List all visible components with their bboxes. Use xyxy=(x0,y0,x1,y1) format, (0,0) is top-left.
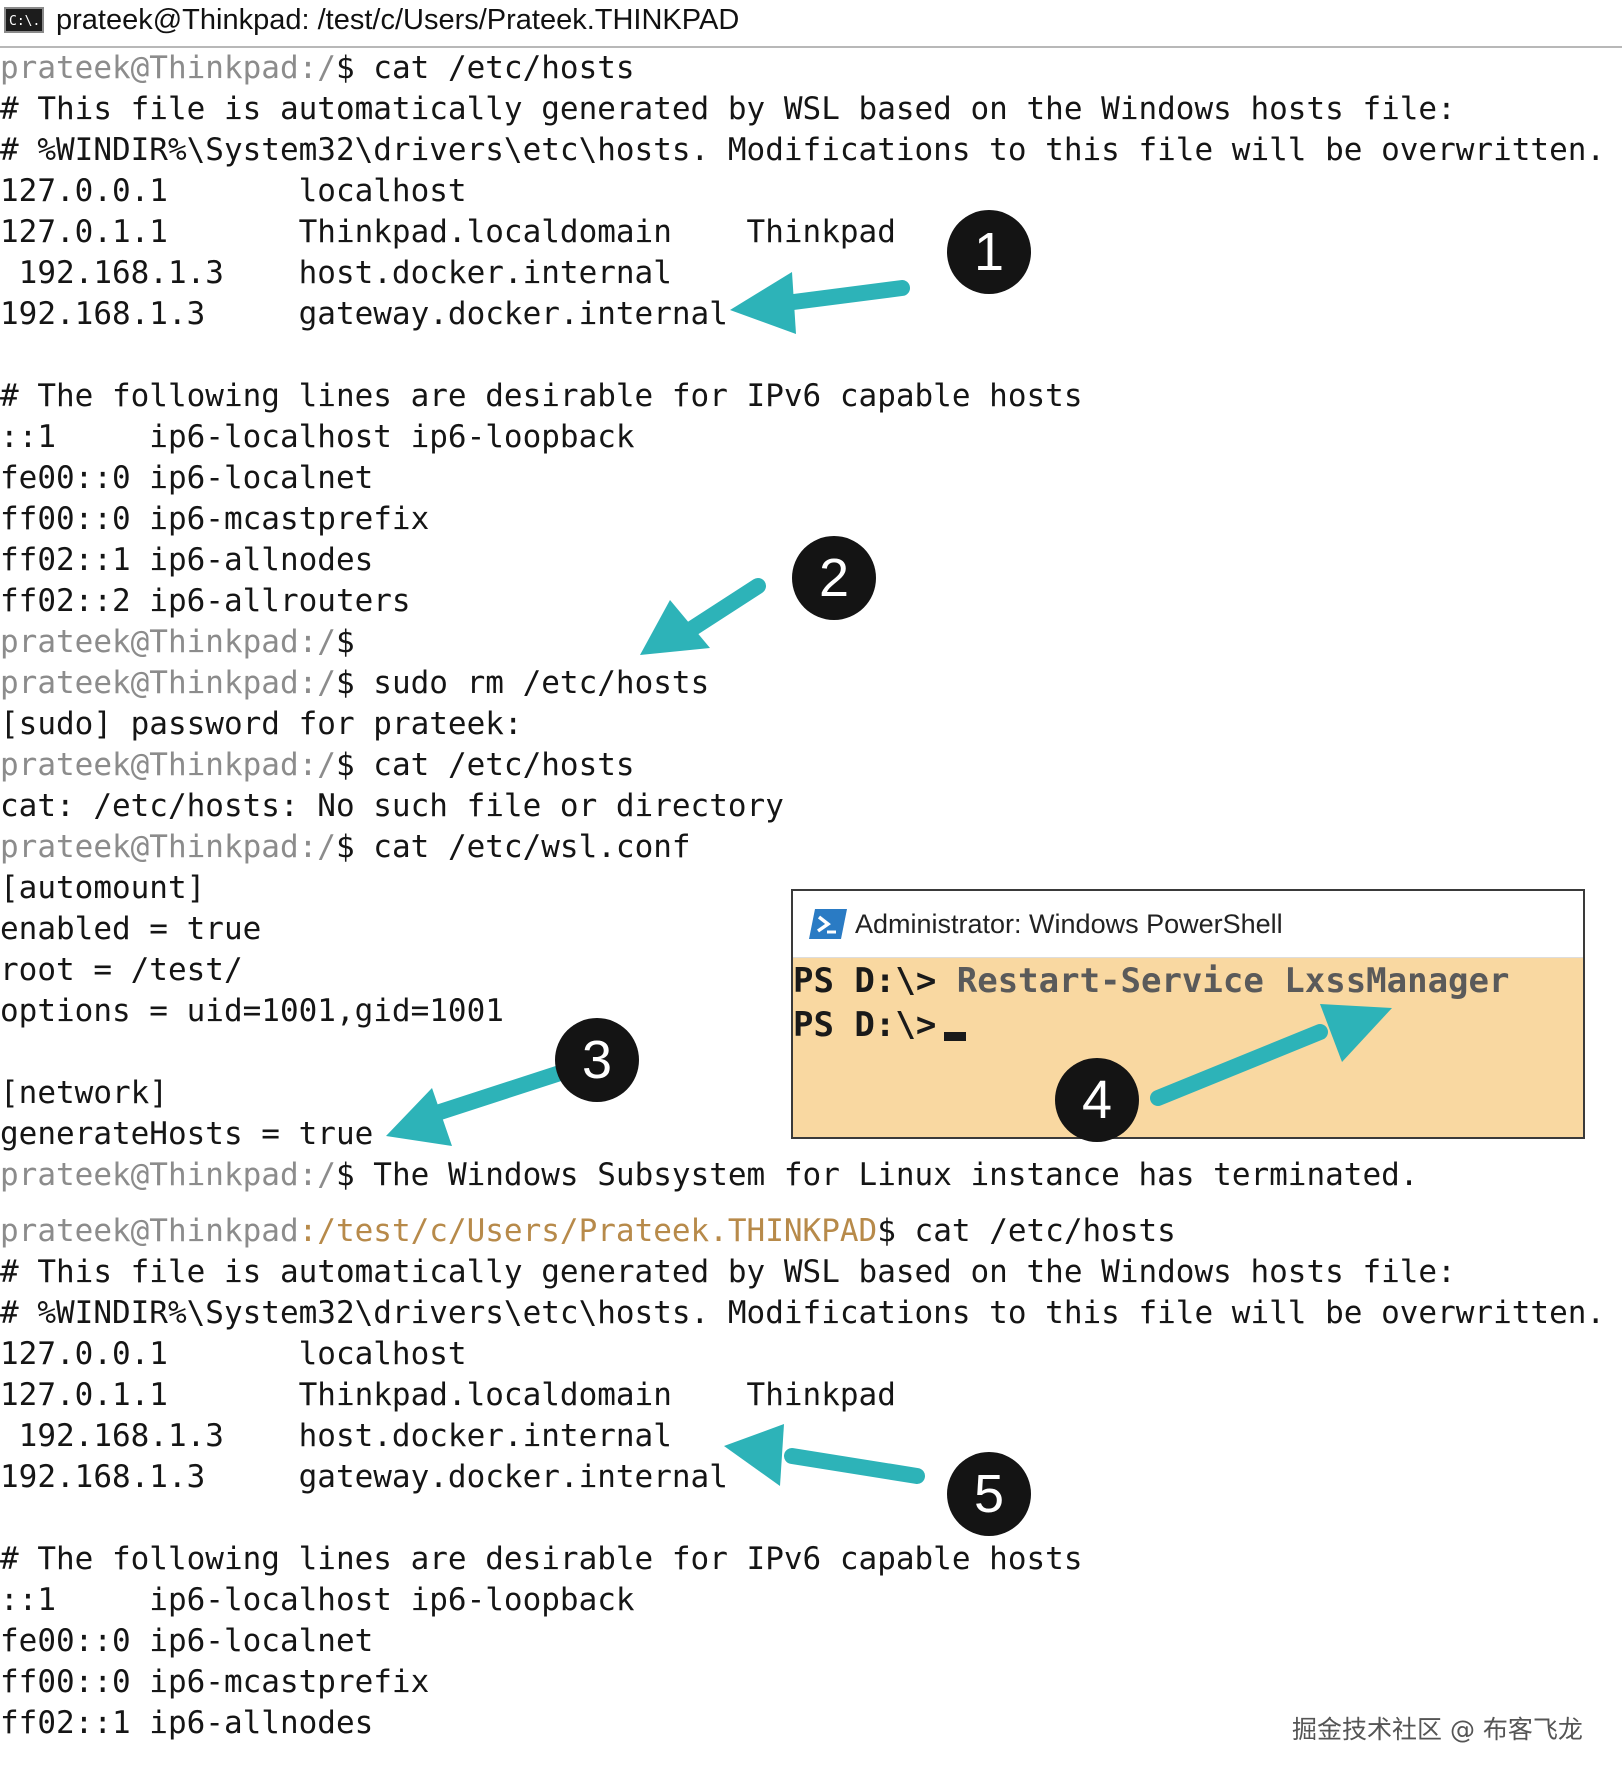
terminal-line: # %WINDIR%\System32\drivers\etc\hosts. M… xyxy=(0,130,1605,171)
terminal-line: [sudo] password for prateek: xyxy=(0,704,523,745)
prompt-symbol: $ xyxy=(336,665,355,701)
terminal-line: # The following lines are desirable for … xyxy=(0,376,1083,417)
terminal-line: ff00::0 ip6-mcastprefix xyxy=(0,1662,429,1703)
prompt-path: :/ xyxy=(299,747,336,783)
terminal-line: # The following lines are desirable for … xyxy=(0,1539,1083,1580)
terminal-line: prateek@Thinkpad:/$ xyxy=(0,622,355,663)
powershell-line: PS D:\> xyxy=(793,1003,966,1047)
powershell-title: Administrator: Windows PowerShell xyxy=(855,891,1283,957)
prompt-symbol: $ xyxy=(336,747,355,783)
text-cursor xyxy=(944,1032,966,1041)
terminal-line: ::1 ip6-localhost ip6-loopback xyxy=(0,1580,635,1621)
command-text: cat /etc/wsl.conf xyxy=(355,829,691,865)
terminal-line: prateek@Thinkpad:/$ cat /etc/wsl.conf xyxy=(0,827,691,868)
prompt-symbol: $ xyxy=(336,1157,355,1193)
arrow-icon xyxy=(724,1424,917,1486)
powershell-window[interactable]: Administrator: Windows PowerShell PS D:\… xyxy=(791,889,1585,1139)
terminal-line: ff00::0 ip6-mcastprefix xyxy=(0,499,429,540)
prompt-user: prateek@Thinkpad xyxy=(0,624,299,660)
terminal-line: # %WINDIR%\System32\drivers\etc\hosts. M… xyxy=(0,1293,1605,1334)
terminal-line: prateek@Thinkpad:/$ sudo rm /etc/hosts xyxy=(0,663,709,704)
terminal-line: ff02::1 ip6-allnodes xyxy=(0,1703,373,1744)
terminal-line: ff02::1 ip6-allnodes xyxy=(0,540,373,581)
prompt-user: prateek@Thinkpad xyxy=(0,50,299,86)
terminal-line: [automount] xyxy=(0,868,205,909)
command-text: cat /etc/hosts xyxy=(896,1213,1176,1249)
cmd-app-icon: C:\. xyxy=(4,7,44,33)
terminal-line: # This file is automatically generated b… xyxy=(0,89,1456,130)
terminal-line: root = /test/ xyxy=(0,950,243,991)
prompt-symbol: $ xyxy=(336,50,355,86)
terminal-line: 127.0.1.1 Thinkpad.localdomain Thinkpad xyxy=(0,212,896,253)
terminal-line: 127.0.0.1 localhost xyxy=(0,1334,467,1375)
terminal-line: options = uid=1001,gid=1001 xyxy=(0,991,504,1032)
terminal-line: 192.168.1.3 host.docker.internal xyxy=(0,1416,672,1457)
terminal-line: [network] xyxy=(0,1073,168,1114)
prompt-symbol: $ xyxy=(877,1213,896,1249)
terminal-line: 192.168.1.3 gateway.docker.internal xyxy=(0,1457,728,1498)
window-titlebar: C:\. prateek@Thinkpad: /test/c/Users/Pra… xyxy=(0,0,1622,48)
terminal-line: cat: /etc/hosts: No such file or directo… xyxy=(0,786,784,827)
terminal-line: 127.0.1.1 Thinkpad.localdomain Thinkpad xyxy=(0,1375,896,1416)
prompt-path: :/ xyxy=(299,50,336,86)
terminal-line: 192.168.1.3 gateway.docker.internal xyxy=(0,294,728,335)
powershell-line: PS D:\> Restart-Service LxssManager xyxy=(793,959,1509,1003)
terminal-line: ff02::2 ip6-allrouters xyxy=(0,581,411,622)
arrow-icon xyxy=(386,1073,560,1146)
terminal-line: # This file is automatically generated b… xyxy=(0,1252,1456,1293)
callout-badge: 3 xyxy=(555,1018,639,1102)
prompt-user: prateek@Thinkpad xyxy=(0,1213,299,1249)
watermark: 掘金技术社区 @ 布客飞龙 xyxy=(1292,1710,1583,1746)
prompt-path: :/test/c/Users/Prateek.THINKPAD xyxy=(299,1213,878,1249)
powershell-titlebar: Administrator: Windows PowerShell xyxy=(793,891,1583,958)
terminal-line: 127.0.0.1 localhost xyxy=(0,171,467,212)
callout-badge: 5 xyxy=(947,1452,1031,1536)
command-text: cat /etc/hosts xyxy=(355,747,635,783)
powershell-command: Restart-Service LxssManager xyxy=(936,961,1509,1001)
prompt-user: prateek@Thinkpad xyxy=(0,829,299,865)
prompt-symbol: $ xyxy=(336,624,355,660)
prompt-user: prateek@Thinkpad xyxy=(0,1157,299,1193)
powershell-prompt: PS D:\> xyxy=(793,1005,936,1045)
arrow-icon xyxy=(730,272,902,334)
terminal-line: enabled = true xyxy=(0,909,261,950)
callout-badge: 1 xyxy=(947,210,1031,294)
prompt-path: :/ xyxy=(299,1157,336,1193)
window-title: prateek@Thinkpad: /test/c/Users/Prateek.… xyxy=(56,0,739,40)
prompt-path: :/ xyxy=(299,624,336,660)
terminal-line: prateek@Thinkpad:/test/c/Users/Prateek.T… xyxy=(0,1211,1176,1252)
callout-badge: 2 xyxy=(792,536,876,620)
command-text: The Windows Subsystem for Linux instance… xyxy=(355,1157,1419,1193)
prompt-symbol: $ xyxy=(336,829,355,865)
terminal-line: generateHosts = true xyxy=(0,1114,373,1155)
prompt-path: :/ xyxy=(299,829,336,865)
prompt-user: prateek@Thinkpad xyxy=(0,665,299,701)
terminal-line: 192.168.1.3 host.docker.internal xyxy=(0,253,672,294)
terminal-line: prateek@Thinkpad:/$ The Windows Subsyste… xyxy=(0,1155,1418,1196)
prompt-user: prateek@Thinkpad xyxy=(0,747,299,783)
callout-badge: 4 xyxy=(1055,1058,1139,1142)
prompt-path: :/ xyxy=(299,665,336,701)
powershell-icon xyxy=(809,909,847,939)
command-text: sudo rm /etc/hosts xyxy=(355,665,710,701)
terminal-line: prateek@Thinkpad:/$ cat /etc/hosts xyxy=(0,745,635,786)
arrow-icon xyxy=(640,586,758,655)
terminal-line: fe00::0 ip6-localnet xyxy=(0,458,373,499)
command-text: cat /etc/hosts xyxy=(355,50,635,86)
terminal-line: ::1 ip6-localhost ip6-loopback xyxy=(0,417,635,458)
terminal-line: fe00::0 ip6-localnet xyxy=(0,1621,373,1662)
terminal-line: prateek@Thinkpad:/$ cat /etc/hosts xyxy=(0,48,635,89)
powershell-prompt: PS D:\> xyxy=(793,961,936,1001)
